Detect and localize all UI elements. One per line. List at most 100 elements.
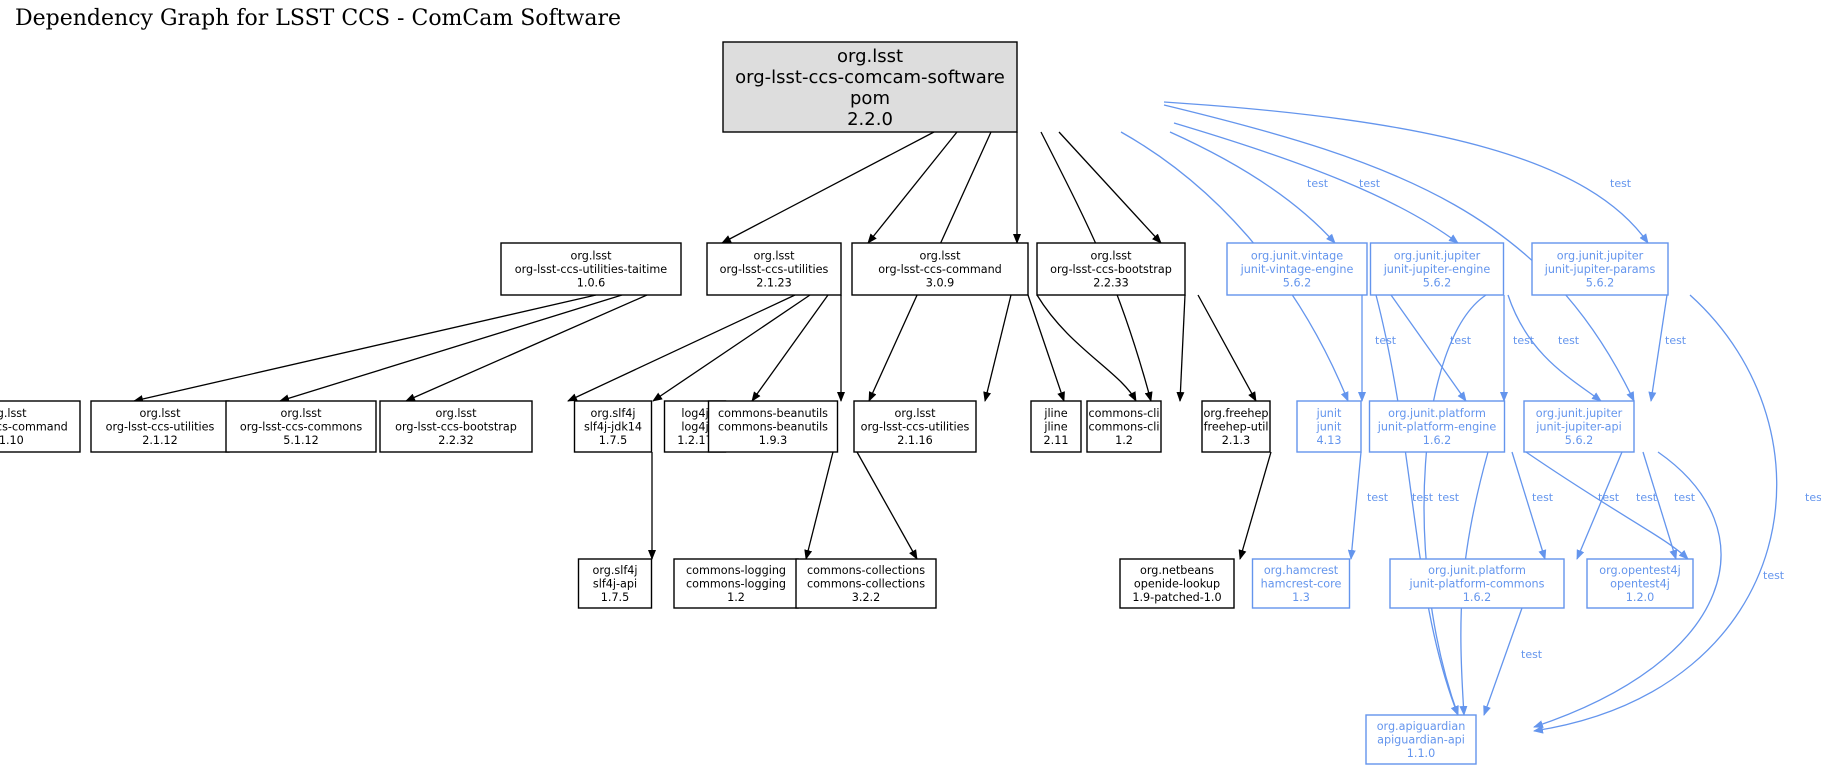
node-label-line: 1.3: [1292, 591, 1310, 604]
edge-label-junit-to-hamcrest: test: [1367, 491, 1389, 504]
node-box: [853, 400, 977, 453]
edge-platengine-to-opentest4j: [1525, 451, 1689, 560]
node-label-line: org-lsst-ccs-bootstrap: [1050, 263, 1172, 276]
node-label-line: org.opentest4j: [1599, 564, 1681, 577]
node-box: [707, 400, 839, 453]
edge-taitime-to-commons5112: [405, 294, 648, 402]
node-label-line: 2.1.12: [142, 434, 178, 447]
node-label-line: org.netbeans: [1140, 564, 1214, 577]
node-label-line: 2.1.3: [1222, 434, 1250, 447]
node-openide[interactable]: org.netbeansopenide-lookup1.9-patched-1.…: [1119, 558, 1235, 609]
node-label-line: 1.6.2: [1463, 591, 1491, 604]
node-label-line: org-lsst-ccs-utilities: [106, 421, 215, 434]
node-label-line: pom: [850, 88, 890, 109]
node-box: [573, 400, 653, 453]
edge-root-to-jupapi: [1163, 104, 1635, 402]
node-label-line: commons-collections: [807, 564, 925, 577]
node-taitime[interactable]: org.lsstorg-lsst-ccs-utilities-taitime1.…: [500, 242, 682, 296]
node-label-line: junit-vintage-engine: [1240, 263, 1354, 276]
edge-label-jupengine-to-platengine: test: [1513, 334, 1535, 347]
node-box: [1036, 242, 1186, 296]
node-label-line: org.lsst: [837, 46, 903, 67]
node-label-line: slf4j-jdk14: [584, 421, 642, 434]
edge-freehep-to-openide: [1238, 451, 1272, 560]
node-box: [577, 558, 653, 609]
node-label-line: org.junit.jupiter: [1394, 249, 1481, 262]
node-platcommons[interactable]: org.junit.platformjunit-platform-commons…: [1389, 558, 1565, 609]
node-label-line: org-lsst-ccs-comcam-software: [735, 67, 1005, 88]
node-label-line: org-lsst-ccs-utilities-taitime: [515, 263, 668, 276]
node-box: [1296, 400, 1362, 453]
edge-label-params-to-apiguardian: test: [1805, 491, 1821, 504]
node-label-line: 1.9.3: [759, 434, 787, 447]
node-label-line: org.lsst: [0, 407, 27, 420]
node-label-line: freehep-util: [1204, 421, 1269, 434]
edge-label-params-to-jupapi: test: [1665, 334, 1687, 347]
node-label-line: junit-platform-commons: [1409, 578, 1545, 591]
node-label-line: org.lsst: [1090, 249, 1132, 262]
node-label-line: commons-cli: [1089, 407, 1160, 420]
edge-util2123-to-log4j: [751, 294, 829, 402]
node-box: [795, 558, 937, 609]
edge-root-to-jupengine: [1173, 122, 1459, 244]
edge-junit-to-hamcrest: [1347, 451, 1362, 560]
node-box: [225, 400, 377, 453]
node-platengine[interactable]: org.junit.platformjunit-platform-engine1…: [1368, 400, 1506, 453]
node-label-line: 1.2.17: [677, 434, 713, 447]
node-box: [673, 558, 799, 609]
node-label-line: 1.0.6: [577, 277, 605, 290]
node-label-line: 1.9-patched-1.0: [1132, 591, 1221, 604]
edge-label-vintage-to-apiguardian: test: [1412, 491, 1434, 504]
node-label-line: junit: [1316, 421, 1342, 434]
edge-platcommons-to-apiguardian: [1483, 607, 1523, 716]
node-label-line: 3.0.9: [926, 277, 954, 290]
edge-label-jupapi-to-apiguardian: test: [1763, 569, 1785, 582]
edge-root-to-params: [1163, 101, 1649, 244]
node-label-line: apiguardian-api: [1377, 734, 1465, 747]
edge-command309-to-util2116: [983, 294, 1012, 402]
node-label-line: org.slf4j: [590, 407, 635, 420]
node-label-line: junit-platform-engine: [1377, 421, 1497, 434]
edge-label-root-to-vintage: test: [1307, 177, 1329, 190]
node-root[interactable]: org.lsstorg-lsst-ccs-comcam-softwarepom2…: [722, 41, 1018, 133]
node-vintage[interactable]: org.junit.vintagejunit-vintage-engine5.6…: [1226, 242, 1368, 296]
edge-util2123-to-bootstrap2232: [567, 294, 796, 402]
node-box: [1086, 400, 1162, 453]
node-label-line: 5.6.2: [1565, 434, 1593, 447]
node-label-line: 2.1.23: [756, 277, 792, 290]
edge-root-to-util2123: [867, 131, 958, 244]
edge-root-to-vintage: [1169, 131, 1336, 244]
node-label-line: 2.11: [1044, 434, 1069, 447]
node-params[interactable]: org.junit.jupiterjunit-jupiter-params5.6…: [1531, 242, 1669, 296]
node-jupengine[interactable]: org.junit.jupiterjunit-jupiter-engine5.6…: [1369, 242, 1505, 296]
node-label-line: 5.6.2: [1423, 277, 1451, 290]
edge-jupapi-to-opentest4j: [1642, 451, 1678, 560]
node-label-line: commons-collections: [807, 578, 925, 591]
node-label-line: org.freehep: [1203, 407, 1268, 420]
node-collections[interactable]: commons-collectionscommons-collections3.…: [795, 558, 937, 609]
graph-title: Dependency Graph for LSST CCS - ComCam S…: [15, 6, 622, 31]
edge-vintage-to-platengine: [1390, 294, 1467, 402]
node-label-line: org.junit.vintage: [1251, 249, 1343, 262]
edge-taitime-to-command2110: [133, 294, 597, 403]
